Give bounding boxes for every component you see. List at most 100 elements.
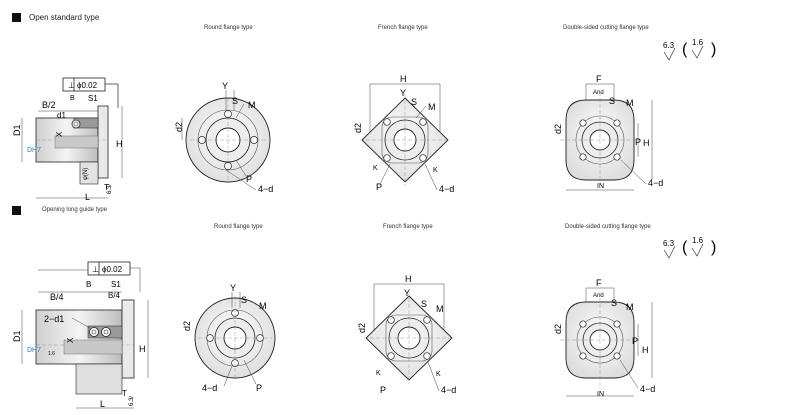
label-and: And	[593, 293, 604, 299]
label-m: M	[626, 302, 634, 312]
label-holes: 4−d	[202, 383, 217, 393]
caption-double-flange: Double-sided cutting flange type	[565, 224, 651, 230]
label-m: M	[259, 301, 267, 311]
svg-text:ϕ0.02: ϕ0.02	[102, 265, 123, 274]
svg-text:1.6: 1.6	[692, 236, 704, 245]
label-f: F	[596, 278, 602, 288]
fine-note: φ(N)	[83, 168, 89, 180]
french-flange-top-view: H Y S M d2 K K P 4−d	[353, 74, 454, 194]
svg-text:): )	[711, 239, 716, 256]
label-p: P	[376, 182, 382, 192]
label-d2: d2	[182, 321, 192, 331]
label-H: H	[116, 139, 123, 149]
section-title-opening-long-guide: Opening long guide type	[42, 207, 108, 213]
label-s: S	[411, 97, 417, 107]
caption-french-flange: French flange type	[378, 25, 428, 31]
roughness-note: 6.3/	[107, 184, 113, 194]
svg-text:6.3: 6.3	[663, 239, 675, 248]
label-dh7: DH7	[27, 347, 41, 354]
section-marker	[12, 13, 21, 22]
label-m: M	[626, 98, 634, 108]
label-s: S	[241, 295, 247, 305]
label-holes: 4−d	[640, 384, 655, 394]
label-d2: d2	[553, 124, 563, 134]
label-f: F	[596, 74, 602, 84]
label-holes: 4−d	[648, 178, 663, 188]
label-h: H	[643, 138, 650, 148]
roughness-left: 6.3	[663, 41, 675, 50]
label-x: X	[55, 131, 64, 137]
label-D1: D1	[12, 124, 22, 136]
svg-text:⊥: ⊥	[92, 265, 99, 274]
label-h: H	[642, 345, 649, 355]
section-title-open-standard: Open standard type	[29, 13, 100, 22]
perpendicularity-symbol: ⊥	[68, 81, 75, 90]
label-y: Y	[222, 81, 228, 91]
label-p: P	[380, 385, 386, 395]
label-h: H	[405, 274, 412, 284]
label-H: H	[139, 344, 146, 354]
label-d2: d2	[353, 123, 363, 133]
label-y: Y	[400, 88, 406, 98]
label-m: M	[436, 304, 444, 314]
label-h: H	[400, 74, 407, 84]
label-holes: 4−d	[439, 184, 454, 194]
label-b2: B/2	[42, 100, 56, 110]
label-s1: S1	[111, 280, 121, 289]
label-m: M	[248, 100, 256, 110]
label-b: B	[70, 95, 75, 102]
label-s: S	[609, 96, 615, 106]
label-p: P	[246, 174, 252, 184]
label-L: L	[100, 399, 105, 409]
label-D1: D1	[12, 330, 22, 342]
label-dh7: DH7	[27, 147, 41, 154]
label-s1: S1	[88, 94, 98, 103]
roughness-symbols: 6.3 ( 1.6 )	[663, 38, 716, 61]
label-in: IN	[597, 391, 604, 398]
label-d2: d2	[174, 122, 184, 132]
label-p: P	[632, 336, 638, 346]
label-in: IN	[597, 183, 604, 190]
label-m: M	[428, 102, 436, 112]
label-k2: K	[436, 371, 441, 378]
label-b4b: B/4	[108, 291, 121, 300]
french-flange-top-view-2: H Y S M d2 K K P 4−d	[357, 274, 456, 395]
svg-text:(: (	[682, 41, 688, 58]
roughness-note: 6.3/	[129, 396, 135, 406]
label-k2: K	[433, 167, 438, 174]
label-d2: d2	[357, 323, 367, 333]
label-L: L	[85, 192, 90, 202]
roughness-symbols-2: 6.3 ( 1.6 )	[663, 236, 716, 259]
label-s: S	[611, 298, 617, 308]
label-s: S	[421, 299, 427, 309]
label-y: Y	[230, 283, 236, 293]
label-d1: d1	[57, 111, 66, 120]
side-view-long-guide: ⊥ ϕ0.02 B/4 B S1 B/4 2−d1 X D1 DH7 H 1.6…	[12, 261, 149, 409]
fine-note: 1.6	[48, 351, 55, 357]
label-x: X	[66, 337, 75, 343]
caption-double-flange: Double-sided cutting flange type	[563, 25, 649, 31]
section-marker	[12, 206, 21, 215]
label-T: T	[122, 389, 127, 398]
caption-french-flange: French flange type	[383, 224, 433, 230]
tolerance-value: ϕ0.02	[77, 81, 98, 90]
label-holes: 4−d	[258, 184, 273, 194]
label-p: P	[635, 137, 641, 147]
label-holes: 4−d	[441, 385, 456, 395]
label-b4a: B/4	[50, 292, 64, 302]
round-flange-top-view: Y S M d2 P 4−d	[174, 81, 273, 194]
caption-round-flange: Round flange type	[214, 224, 263, 230]
label-k1: K	[376, 370, 381, 377]
caption-round-flange: Round flange type	[204, 25, 253, 31]
label-T: T	[104, 183, 109, 192]
label-d1: 2−d1	[44, 314, 64, 324]
roughness-right: 1.6	[692, 38, 704, 47]
side-view-open-standard: ⊥ ϕ0.02 B/2 B S1 d1 X D1 DH7 H φ(N) L T …	[12, 77, 123, 202]
label-k1: K	[373, 165, 378, 172]
double-flange-top-view: F And S M d2 P H IN 4−d	[553, 74, 663, 191]
svg-text:): )	[711, 41, 716, 58]
double-flange-top-view-2: F And S M d2 P H IN 4−d	[553, 278, 655, 398]
label-y: Y	[404, 288, 410, 298]
round-flange-top-view-2: Y S M d2 P 4−d	[182, 283, 276, 393]
label-b: B	[86, 280, 91, 289]
